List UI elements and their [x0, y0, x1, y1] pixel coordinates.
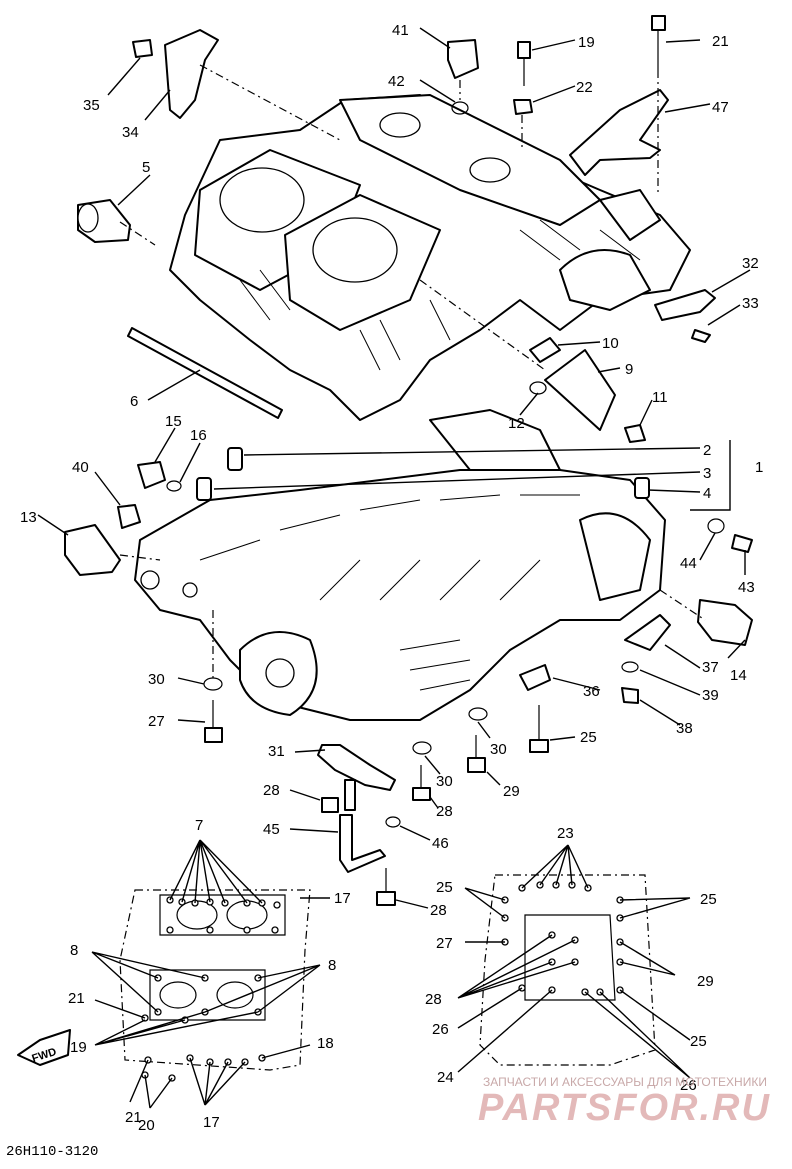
callout-20: 20 — [138, 1117, 155, 1134]
callout-29-mid: 29 — [503, 783, 520, 800]
small-parts — [64, 15, 753, 906]
callout-12: 12 — [508, 415, 525, 432]
callout-5: 5 — [142, 159, 150, 176]
callout-34: 34 — [122, 124, 139, 141]
callout-2: 2 — [703, 442, 711, 459]
callout-17-top: 17 — [334, 890, 351, 907]
callout-9: 9 — [625, 361, 633, 378]
callout-41: 41 — [392, 22, 409, 39]
callout-28-low: 28 — [430, 902, 447, 919]
callout-29-right: 29 — [697, 973, 714, 990]
callout-42: 42 — [388, 73, 405, 90]
bolt-holes-right — [501, 881, 624, 996]
callout-17-bottom: 17 — [203, 1114, 220, 1131]
callout-30-left: 30 — [148, 671, 165, 688]
upper-case-bolt-pattern — [91, 839, 330, 1109]
callout-28-mid: 28 — [436, 803, 453, 820]
leader-lines — [37, 27, 751, 909]
callout-37: 37 — [702, 659, 719, 676]
callout-46: 46 — [432, 835, 449, 852]
callout-36: 36 — [583, 683, 600, 700]
callout-28-left: 28 — [263, 782, 280, 799]
callout-35: 35 — [83, 97, 100, 114]
callout-labels: 41 19 21 42 22 47 35 34 5 6 32 33 10 9 1… — [20, 22, 763, 1134]
callout-11: 11 — [652, 389, 668, 406]
upper-crankcase — [169, 94, 691, 421]
callout-45: 45 — [263, 821, 280, 838]
callout-19: 19 — [578, 34, 595, 51]
assembly-lines — [119, 64, 706, 680]
callout-8-left: 8 — [70, 942, 78, 959]
callout-43: 43 — [738, 579, 755, 596]
callout-26-left: 26 — [432, 1021, 449, 1038]
callout-25-right: 25 — [700, 891, 717, 908]
callout-3: 3 — [703, 465, 711, 482]
callout-30-mid: 30 — [490, 741, 507, 758]
callout-21-left: 21 — [68, 990, 85, 1007]
callout-1: 1 — [755, 459, 763, 476]
callout-4: 4 — [703, 485, 711, 502]
forward-arrow-icon: FWD — [17, 1029, 71, 1066]
callout-40: 40 — [72, 459, 89, 476]
lower-crankcase — [134, 409, 666, 721]
callout-27-right: 27 — [436, 935, 453, 952]
lower-case-bolt-pattern — [457, 844, 691, 1079]
callout-7: 7 — [195, 817, 203, 834]
callout-28-right: 28 — [425, 991, 442, 1008]
callout-30-low: 30 — [436, 773, 453, 790]
watermark-tagline: ЗАПЧАСТИ И АКСЕССУАРЫ ДЛЯ МОТОТЕХНИКИ — [483, 1075, 767, 1089]
watermark: ЗАПЧАСТИ И АКСЕССУАРЫ ДЛЯ МОТОТЕХНИКИ PA… — [478, 1075, 771, 1129]
callout-25-left: 25 — [436, 879, 453, 896]
callout-21-bottom: 21 — [125, 1109, 142, 1126]
callout-33: 33 — [742, 295, 759, 312]
callout-16: 16 — [190, 427, 207, 444]
callout-21: 21 — [712, 33, 729, 50]
callout-13: 13 — [20, 509, 37, 526]
callout-8-right: 8 — [328, 957, 336, 974]
callout-15: 15 — [165, 413, 182, 430]
callout-19-left: 19 — [70, 1039, 87, 1056]
callout-27-mid: 27 — [148, 713, 165, 730]
callout-14: 14 — [730, 667, 747, 684]
callout-31: 31 — [268, 743, 285, 760]
callout-10: 10 — [602, 335, 619, 352]
diagram-code: 26H110-3120 — [6, 1144, 98, 1160]
callout-25-bottom: 25 — [690, 1033, 707, 1050]
callout-25-mid: 25 — [580, 729, 597, 746]
callout-32: 32 — [742, 255, 759, 272]
callout-39: 39 — [702, 687, 719, 704]
callout-6: 6 — [130, 393, 138, 410]
callout-22: 22 — [576, 79, 593, 96]
callout-23: 23 — [557, 825, 574, 842]
callout-18: 18 — [317, 1035, 334, 1052]
callout-24: 24 — [437, 1069, 454, 1086]
callout-26-right: 26 — [680, 1077, 697, 1094]
watermark-brand: PARTSFOR.RU — [478, 1087, 771, 1129]
callout-44: 44 — [680, 555, 697, 572]
callout-38: 38 — [676, 720, 693, 737]
callout-47: 47 — [712, 99, 729, 116]
